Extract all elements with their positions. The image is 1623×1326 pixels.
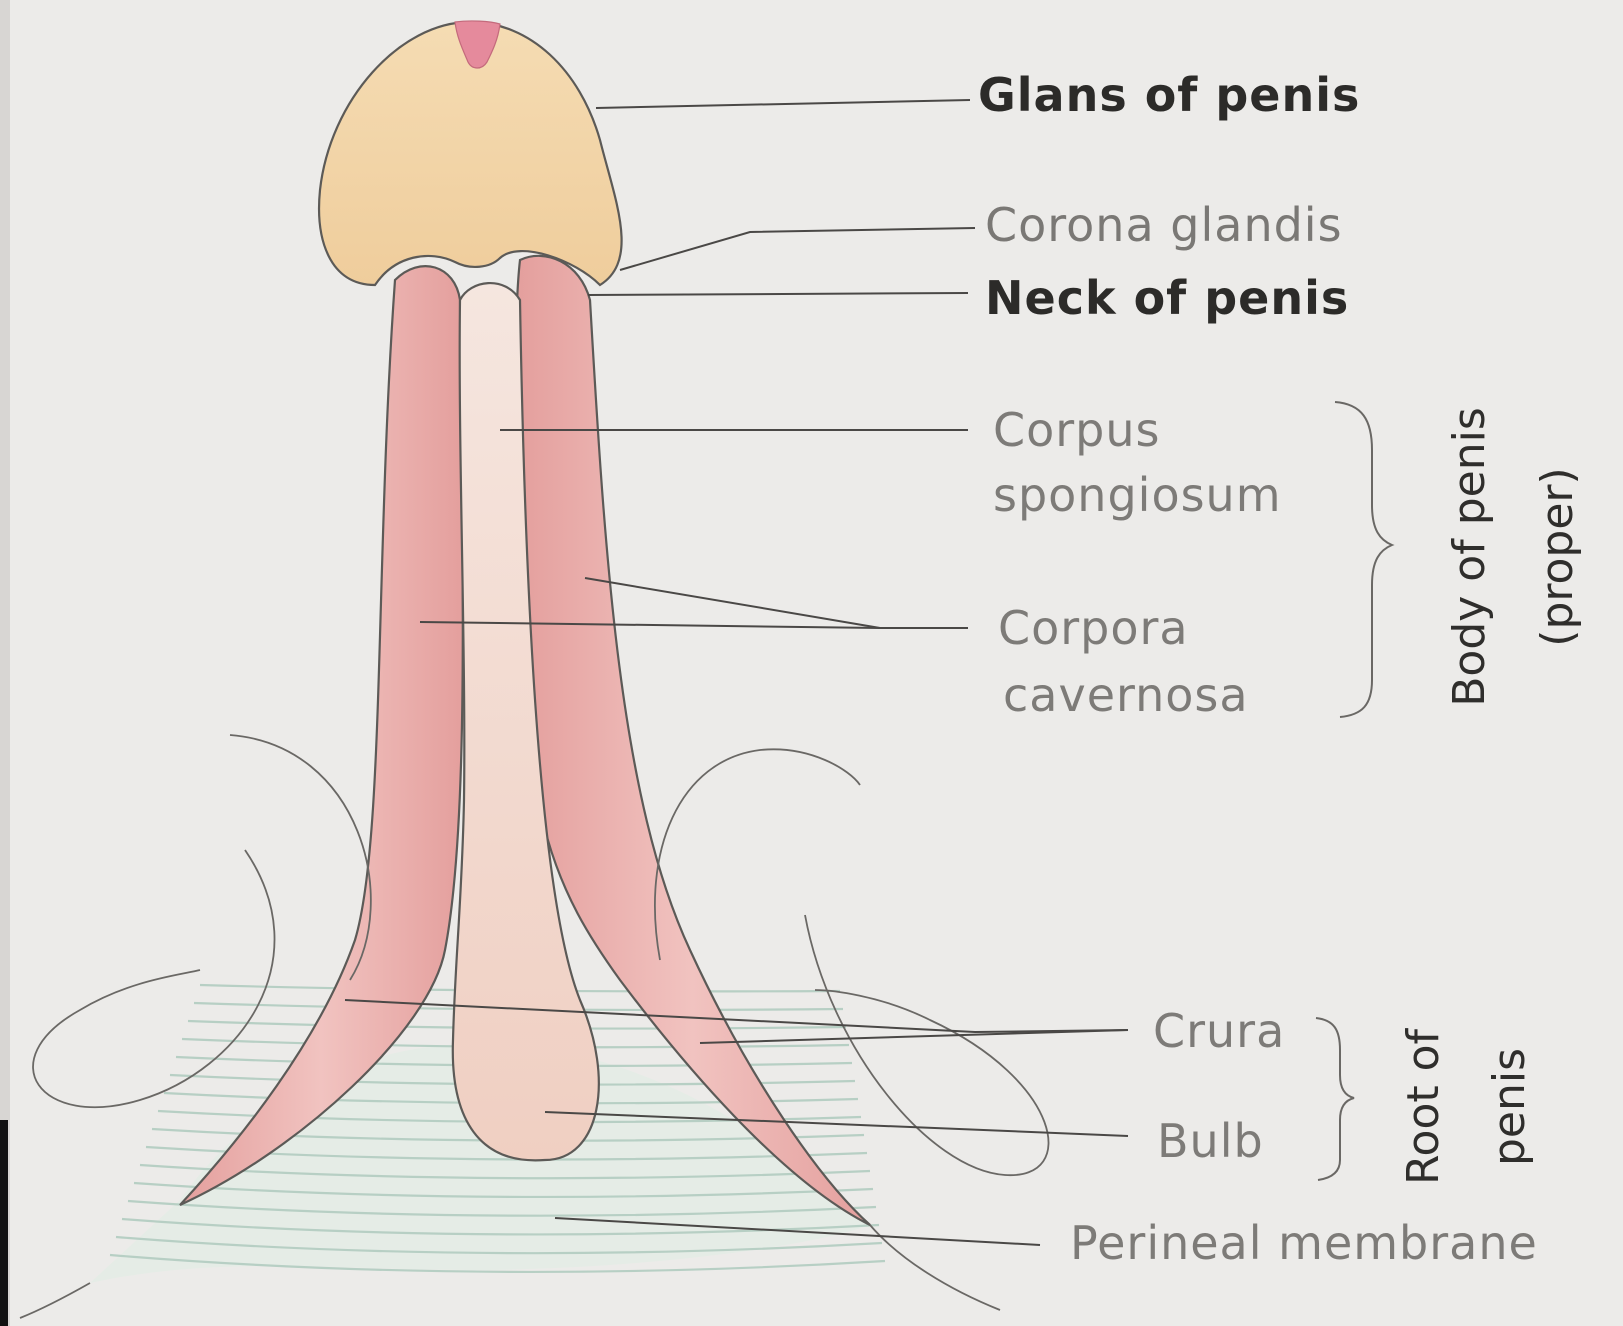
label-glans-of-penis: Glans of penis [978,72,1360,118]
brace-root-of-penis [1316,1018,1354,1180]
label-bulb: Bulb [1157,1118,1264,1164]
label-corpora-cavernosa-2: cavernosa [1003,672,1249,718]
label-corona-glandis: Corona glandis [985,202,1343,248]
group-body-of-penis-line2: (proper) [1536,397,1580,717]
label-neck-of-penis: Neck of penis [985,275,1349,321]
label-perineal-membrane: Perineal membrane [1070,1220,1538,1266]
label-corpus-spongiosum-2: spongiosum [993,472,1282,518]
group-root-of-penis-line2: penis [1488,1007,1532,1207]
label-corpora-cavernosa-1: Corpora [998,605,1189,651]
label-corpus-spongiosum-1: Corpus [993,407,1161,453]
group-body-of-penis-line1: Body of penis [1448,397,1492,717]
group-root-of-penis-line1: Root of [1402,1007,1446,1207]
brace-body-of-penis [1335,402,1392,717]
label-crura: Crura [1153,1008,1285,1054]
